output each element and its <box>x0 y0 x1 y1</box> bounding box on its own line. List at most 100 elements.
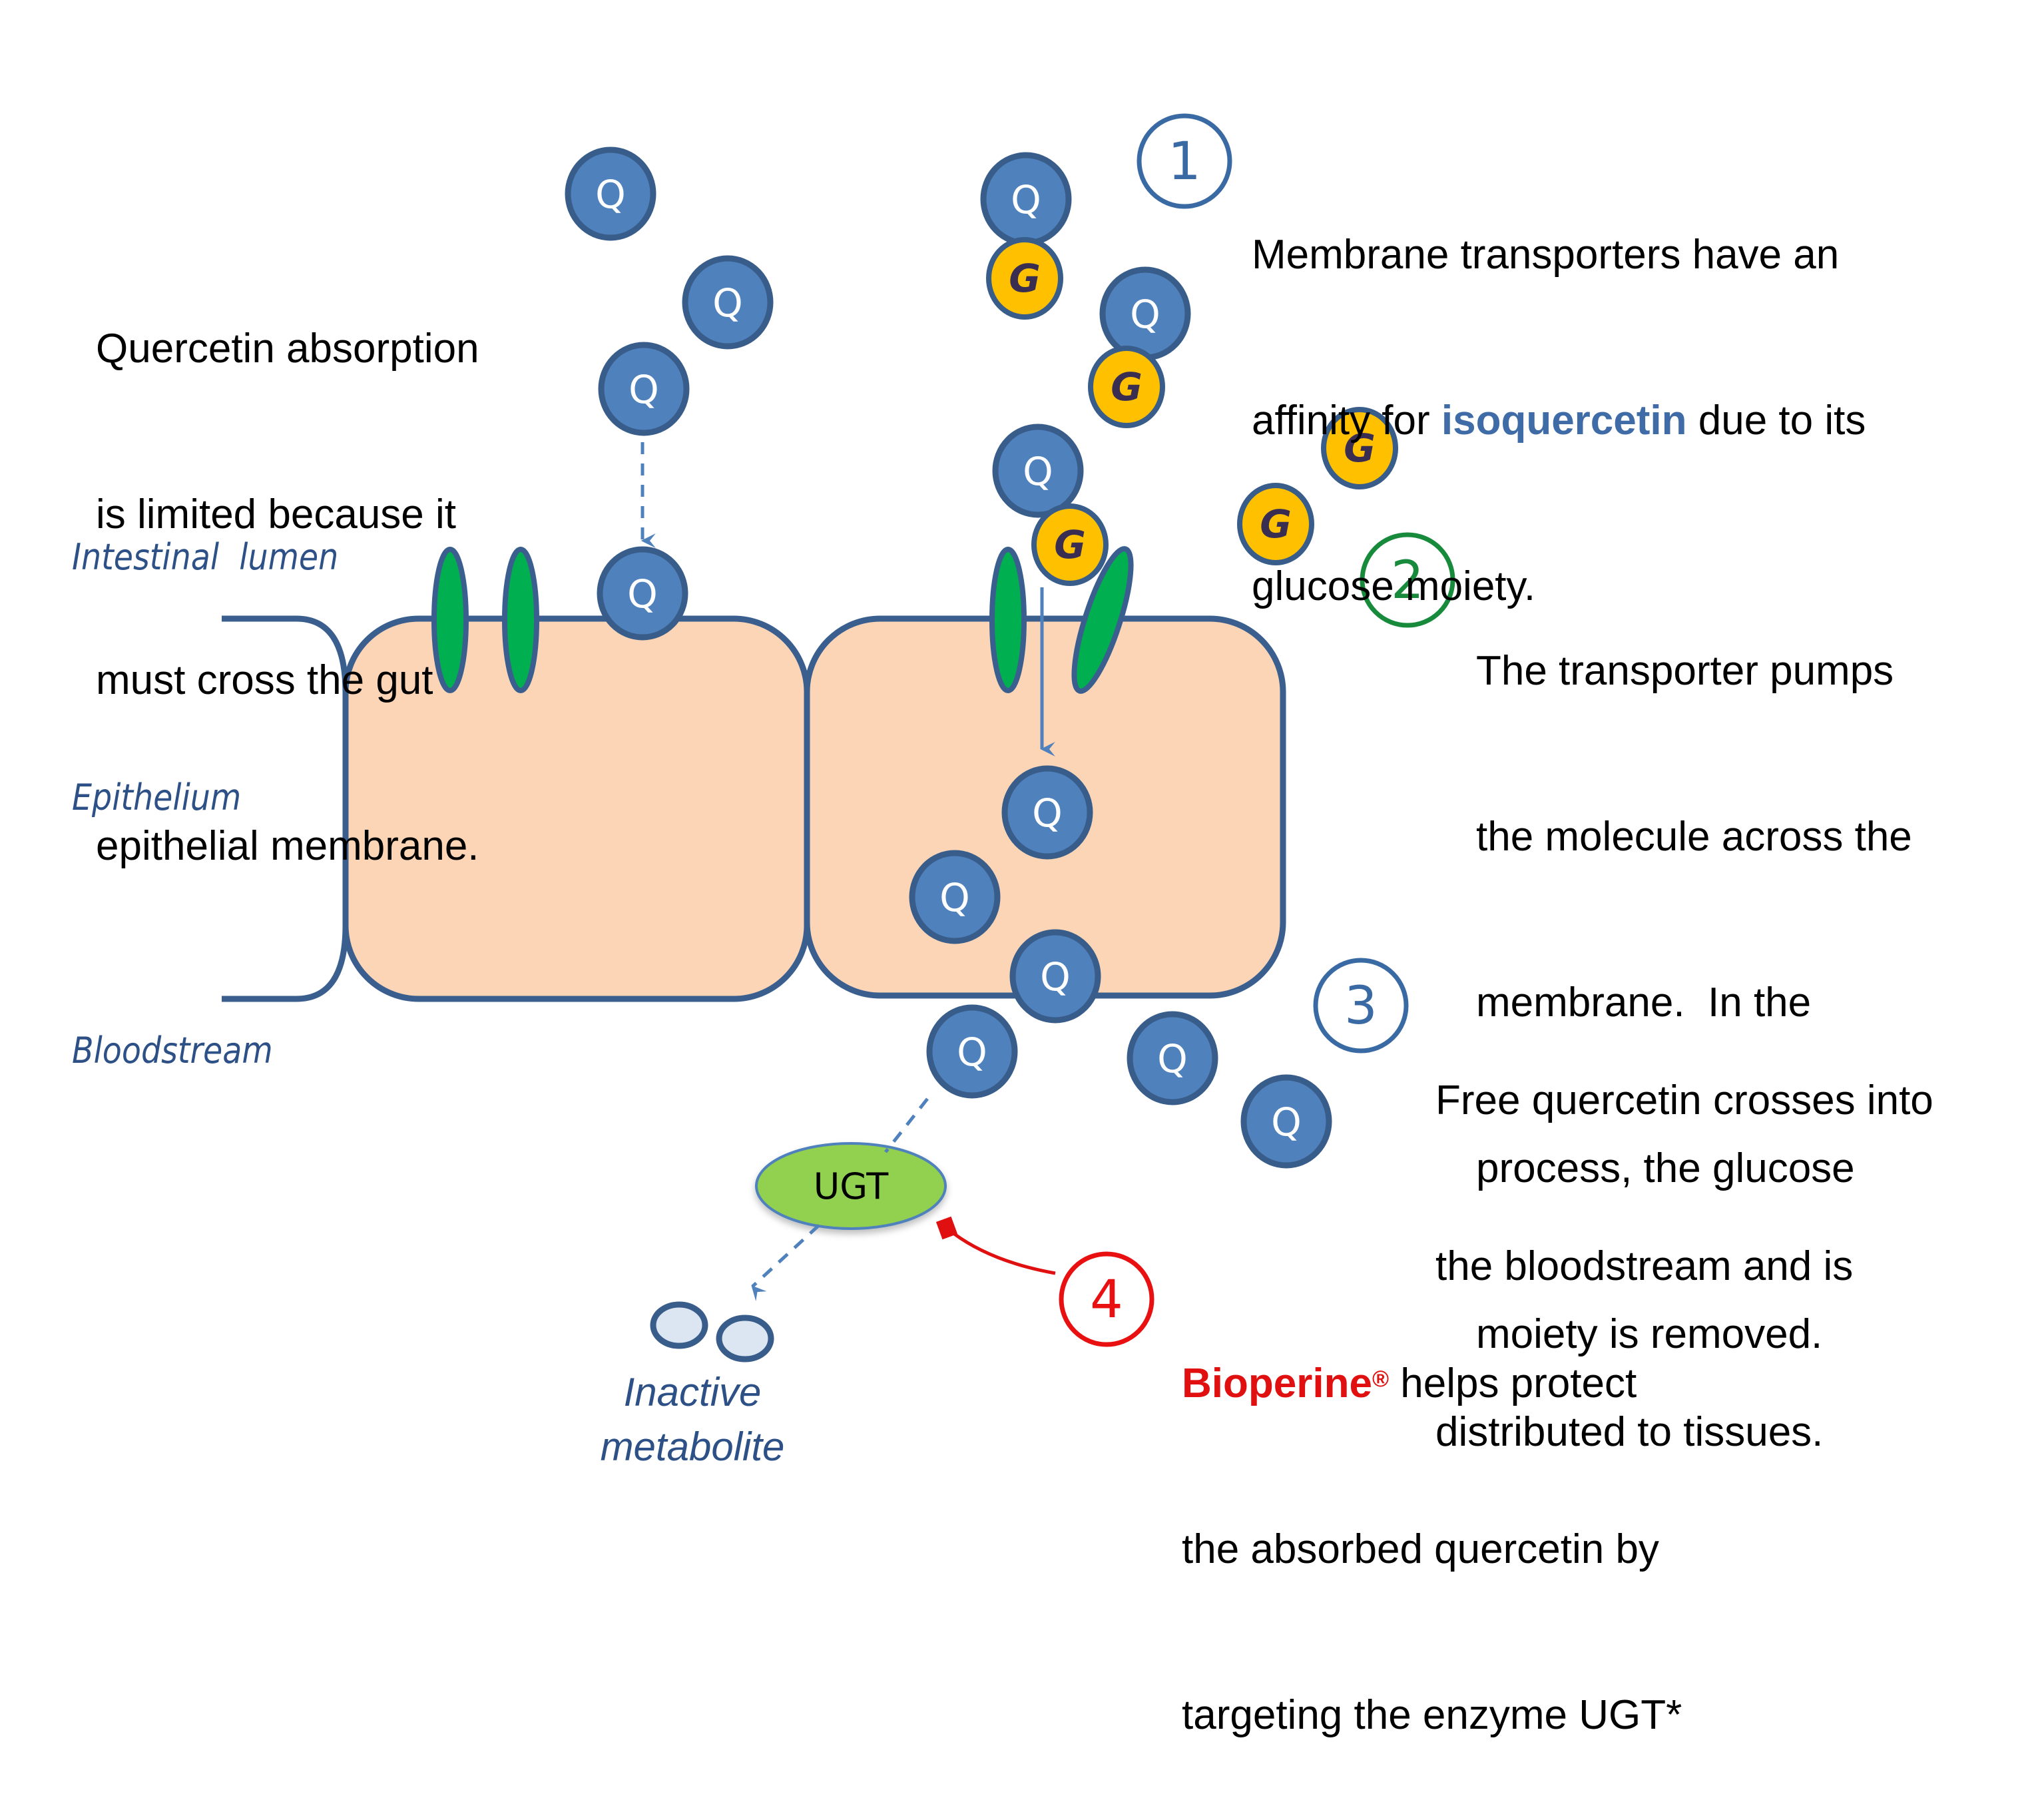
quercetin-molecule: Q <box>565 147 656 241</box>
step-1-line: affinity for isoquercetin due to its <box>1252 398 1866 444</box>
quercetin-circle <box>598 342 690 436</box>
quercetin-molecule: Q <box>1240 1074 1332 1169</box>
step-2-line: moiety is removed. <box>1476 1311 1823 1357</box>
quercetin-label: Q <box>712 280 743 326</box>
quercetin-label: Q <box>1157 1036 1188 1081</box>
step-2-line: The transporter pumps <box>1476 648 1894 694</box>
quercetin-label: Q <box>939 875 970 920</box>
quercetin-label: Q <box>1011 177 1041 222</box>
ugt-ellipse <box>755 1142 947 1230</box>
quercetin-molecule: Q <box>597 546 688 641</box>
step-circle <box>1137 113 1232 209</box>
metabolite-molecule <box>716 1315 774 1362</box>
glucose-label: G <box>1009 256 1041 301</box>
inhibition-line <box>952 1231 1056 1275</box>
inhibition-block-icon <box>935 1216 958 1240</box>
step-4-text: Bioperine® helps protect the absorbed qu… <box>1182 1245 1682 1798</box>
glucose-circle <box>1237 483 1314 565</box>
step-circle <box>1059 1251 1154 1347</box>
step-3-line: the bloodstream and is <box>1435 1243 1854 1289</box>
quercetin-molecule: Q <box>1009 929 1101 1024</box>
quercetin-label: Q <box>627 571 658 617</box>
dashed-arrow-to-metabolite <box>751 1224 820 1302</box>
metabolite-molecule <box>650 1301 708 1349</box>
quercetin-circle <box>909 850 1001 944</box>
quercetin-circle <box>1127 1011 1218 1105</box>
glucose-label: G <box>1111 364 1143 410</box>
glucose-molecule: G <box>1031 503 1109 586</box>
quercetin-label: Q <box>1271 1099 1302 1145</box>
quercetin-molecule: Q <box>598 342 690 436</box>
step-circle <box>1360 532 1455 628</box>
quercetin-circle <box>1001 765 1093 860</box>
quercetin-circle <box>1240 1074 1332 1169</box>
step-2-badge: 2 <box>1360 532 1455 628</box>
intro-line: epithelial membrane. <box>96 823 479 869</box>
step-3-line: distributed to tissues. <box>1435 1409 1824 1455</box>
quercetin-label: Q <box>1023 449 1053 494</box>
transporter-protein <box>1071 546 1134 694</box>
quercetin-circle <box>682 255 774 350</box>
step-4-badge: 4 <box>1059 1251 1154 1347</box>
glucose-label: G <box>1344 426 1376 471</box>
transporter-protein <box>989 547 1027 693</box>
quercetin-molecule: Q <box>1001 765 1093 860</box>
quercetin-label: Q <box>957 1030 987 1075</box>
step-number: 1 <box>1168 132 1201 192</box>
ugt-label: UGT <box>814 1165 889 1207</box>
glucose-molecule: G <box>1237 483 1314 565</box>
glucose-molecule: G <box>1088 346 1165 428</box>
glucose-circle <box>1088 346 1165 428</box>
step-2-line: membrane. In the <box>1476 980 1812 1026</box>
step-circle <box>1313 958 1409 1053</box>
step-4-line: the absorbed quercetin by <box>1182 1526 1659 1572</box>
quercetin-circle <box>597 546 688 641</box>
quercetin-label: Q <box>629 367 659 412</box>
quercetin-molecule: Q <box>992 424 1084 518</box>
transporter-protein <box>431 547 469 693</box>
dashed-line-to-ugt <box>884 1097 929 1153</box>
step-1-badge: 1 <box>1137 113 1232 209</box>
intro-line: is limited because it <box>96 491 457 537</box>
region-label-lumen: Intestinal lumen <box>72 536 339 578</box>
step-2-text: The transporter pumps the molecule acros… <box>1476 533 1912 1417</box>
step-number: 3 <box>1344 976 1378 1036</box>
quercetin-label: Q <box>595 172 626 217</box>
quercetin-circle <box>1009 929 1101 1024</box>
quercetin-label: Q <box>1040 954 1071 1000</box>
glucose-label: G <box>1054 522 1086 567</box>
step-3-line: Free quercetin crosses into <box>1435 1077 1933 1123</box>
glucose-circle <box>986 237 1063 320</box>
quercetin-molecule: Q <box>926 1004 1018 1099</box>
glucose-molecule: G <box>986 237 1063 320</box>
quercetin-circle <box>926 1004 1018 1099</box>
quercetin-molecule: Q <box>1099 266 1191 361</box>
step-number: 2 <box>1391 551 1424 611</box>
step-3-text: Free quercetin crosses into the bloodstr… <box>1435 962 1933 1515</box>
step-1-line: glucose moiety. <box>1252 563 1536 609</box>
glucose-circle <box>1031 503 1109 586</box>
glucose-circle <box>1321 407 1398 489</box>
quercetin-molecule: Q <box>682 255 774 350</box>
glucose-label: G <box>1260 501 1292 547</box>
quercetin-molecule: Q <box>1127 1011 1218 1105</box>
transporter-protein <box>502 547 539 693</box>
trademark-symbol: ® <box>1372 1366 1389 1392</box>
quercetin-molecule: Q <box>980 152 1072 246</box>
isoquercetin-highlight: isoquercetin <box>1441 398 1687 444</box>
intro-line: must cross the gut <box>96 657 433 703</box>
step-1-line: Membrane transporters have an <box>1252 232 1840 278</box>
quercetin-circle <box>992 424 1084 518</box>
metabolite-label-line: metabolite <box>600 1424 785 1469</box>
bioperine-brand: Bioperine <box>1182 1360 1372 1406</box>
quercetin-molecule: Q <box>909 850 1001 944</box>
quercetin-circle <box>565 147 656 241</box>
intro-text: Quercetin absorption is limited because … <box>96 210 479 929</box>
quercetin-label: Q <box>1032 790 1063 836</box>
glucose-molecule: G <box>1321 407 1398 489</box>
intro-line: Quercetin absorption <box>96 326 479 372</box>
metabolite-label: Inactive metabolite <box>553 1365 832 1474</box>
region-label-bloodstream: Bloodstream <box>72 1030 273 1071</box>
region-label-epithelium: Epithelium <box>72 776 242 818</box>
